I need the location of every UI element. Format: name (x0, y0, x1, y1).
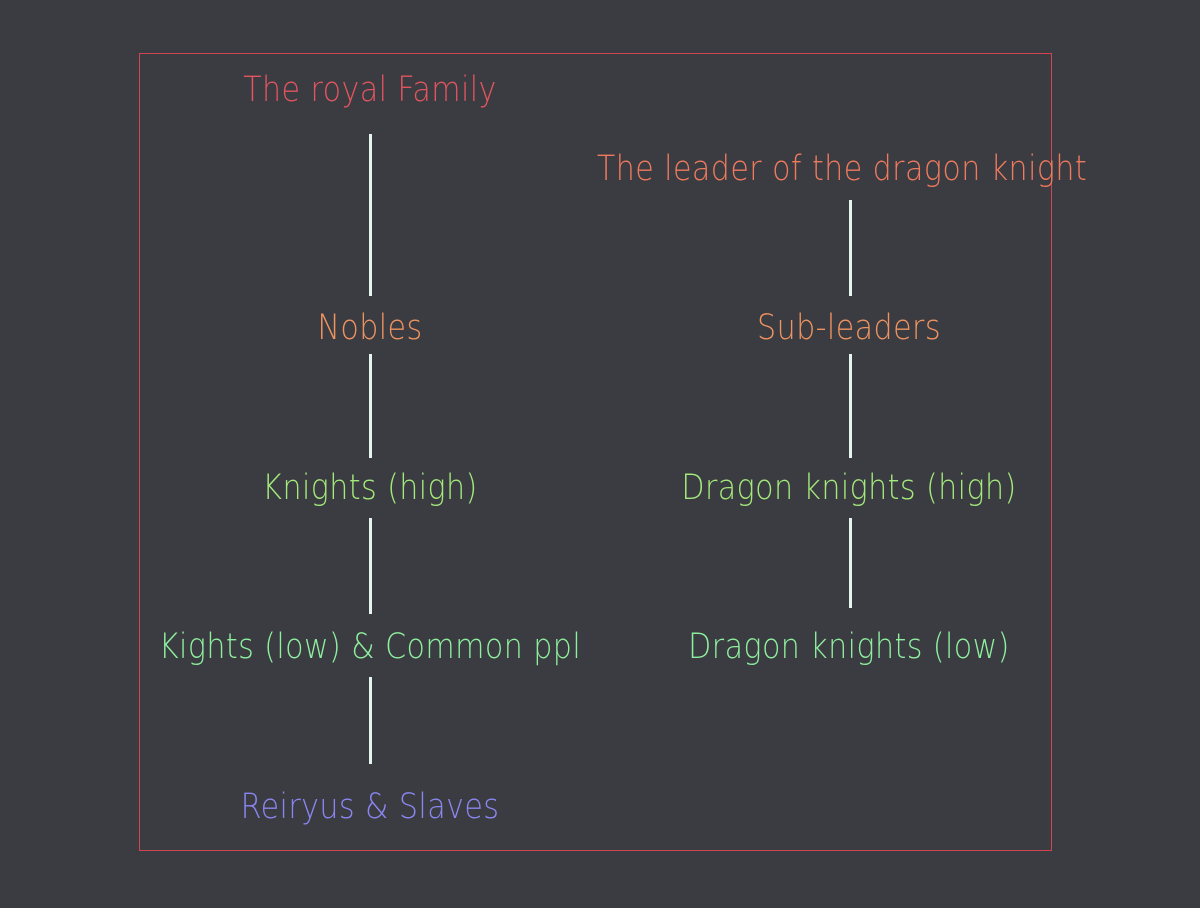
node-dragon-knights-low: Dragon knights (low) (688, 627, 1010, 667)
node-sub-leaders: Sub-leaders (757, 308, 941, 348)
node-dragon-knight-leader: The leader of the dragon knight (596, 149, 1088, 189)
node-royal-family: The royal Family (243, 70, 497, 110)
connector-knights-high-low (369, 518, 372, 614)
node-dragon-knights-high: Dragon knights (high) (681, 468, 1017, 508)
node-knights-low-common: Kights (low) & Common ppl (158, 627, 582, 667)
connector-leader-subleaders (849, 200, 852, 296)
node-nobles: Nobles (317, 308, 423, 348)
node-knights-high: Knights (high) (262, 468, 478, 508)
diagram-frame (139, 53, 1052, 851)
connector-dragon-high-low (849, 518, 852, 608)
connector-royal-nobles (369, 134, 372, 296)
connector-common-slaves (369, 677, 372, 764)
connector-nobles-knights-high (369, 354, 372, 458)
connector-subleaders-dragon-high (849, 354, 852, 458)
node-reiryus-slaves: Reiryus & Slaves (240, 787, 500, 827)
